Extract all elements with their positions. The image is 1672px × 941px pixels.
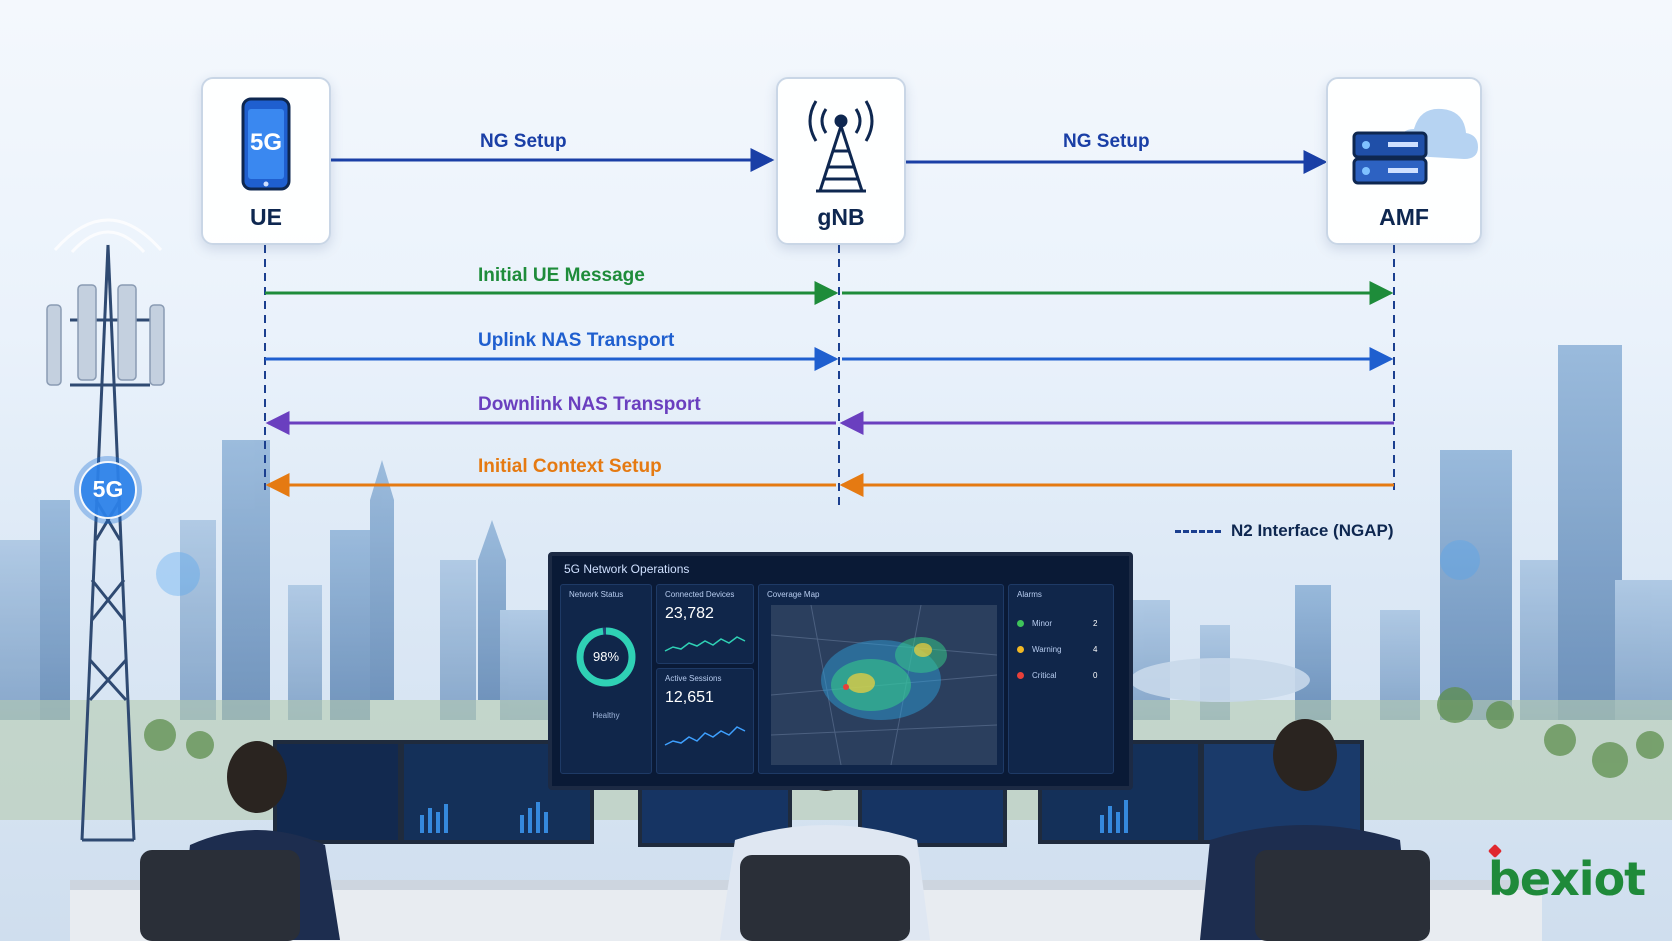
active-sessions-panel: Active Sessions 12,651 <box>656 668 754 774</box>
msg-label-uplink-nas-transport: Uplink NAS Transport <box>478 330 675 351</box>
connected-devices-title: Connected Devices <box>665 590 735 599</box>
alarm-row-critical: Critical 0 <box>1017 671 1107 680</box>
connected-devices-panel: Connected Devices 23,782 <box>656 584 754 664</box>
network-status-title: Network Status <box>569 590 624 599</box>
gnb-label: gNB <box>817 204 865 230</box>
gnb-node: gNB <box>776 77 906 245</box>
legend: N2 Interface (NGAP) <box>1175 521 1393 541</box>
alarms-panel: Alarms Minor 2 Warning 4 Critical 0 <box>1008 584 1114 774</box>
alarms-title: Alarms <box>1017 590 1042 599</box>
operations-dashboard: 5G Network Operations Network Status 98%… <box>548 552 1133 790</box>
health-gauge-arc <box>576 627 636 687</box>
tower-antennas <box>46 284 165 386</box>
left-skyline <box>0 440 548 720</box>
coverage-heatmap <box>771 605 997 765</box>
alarm-count-critical: 0 <box>1093 671 1098 680</box>
network-status-caption: Healthy <box>592 711 620 720</box>
alarm-label-critical: Critical <box>1032 671 1057 680</box>
legend-label: N2 Interface (NGAP) <box>1231 521 1394 540</box>
right-skyline <box>1130 345 1672 720</box>
alarm-row-minor: Minor 2 <box>1017 619 1107 628</box>
dashboard-title: 5G Network Operations <box>564 562 690 576</box>
amf-node: AMF <box>1326 77 1482 245</box>
alarm-count-warning: 4 <box>1093 645 1098 654</box>
coverage-map-title: Coverage Map <box>767 590 820 599</box>
ue-label: UE <box>250 204 282 230</box>
alarm-dot-critical <box>1017 672 1024 680</box>
connected-devices-value: 23,782 <box>665 605 714 622</box>
ue-chip-label: 5G <box>249 129 282 156</box>
alarm-count-minor: 2 <box>1093 619 1098 628</box>
msg-label-ng-setup-1: NG Setup <box>480 131 567 152</box>
health-gauge <box>576 627 636 687</box>
msg-label-downlink-nas-transport: Downlink NAS Transport <box>478 394 701 415</box>
alarm-dot-warning <box>1017 646 1024 654</box>
msg-label-initial-ue-message: Initial UE Message <box>478 265 645 286</box>
msg-label-initial-context-setup: Initial Context Setup <box>478 456 662 477</box>
smartphone-icon <box>241 97 291 191</box>
server-cloud-icon <box>1352 108 1478 185</box>
network-status-panel: Network Status 98% Healthy <box>560 584 652 774</box>
brand-text: bexiot <box>1488 852 1646 906</box>
alarm-row-warning: Warning 4 <box>1017 645 1107 654</box>
trees <box>144 687 1664 778</box>
msg-label-ng-setup-2: NG Setup <box>1063 131 1150 152</box>
active-sessions-title: Active Sessions <box>665 674 722 683</box>
network-status-value: 98% <box>592 649 620 664</box>
brand-logo: bexiot <box>1487 843 1646 906</box>
amf-label: AMF <box>1379 204 1429 230</box>
ue-node: 5G UE <box>201 77 331 245</box>
tower-5g-badge: 5G <box>92 476 124 502</box>
cell-tower <box>70 244 150 842</box>
active-sessions-value: 12,651 <box>665 689 714 706</box>
radio-tower-icon <box>808 100 874 193</box>
coverage-map-panel: Coverage Map <box>758 584 1004 774</box>
alarm-dot-minor <box>1017 620 1024 628</box>
sessions-sparkline <box>664 726 746 746</box>
alarm-label-minor: Minor <box>1032 619 1053 628</box>
devices-sparkline <box>664 636 746 652</box>
alarm-label-warning: Warning <box>1032 645 1062 654</box>
legend-dashed-line <box>1175 529 1221 533</box>
